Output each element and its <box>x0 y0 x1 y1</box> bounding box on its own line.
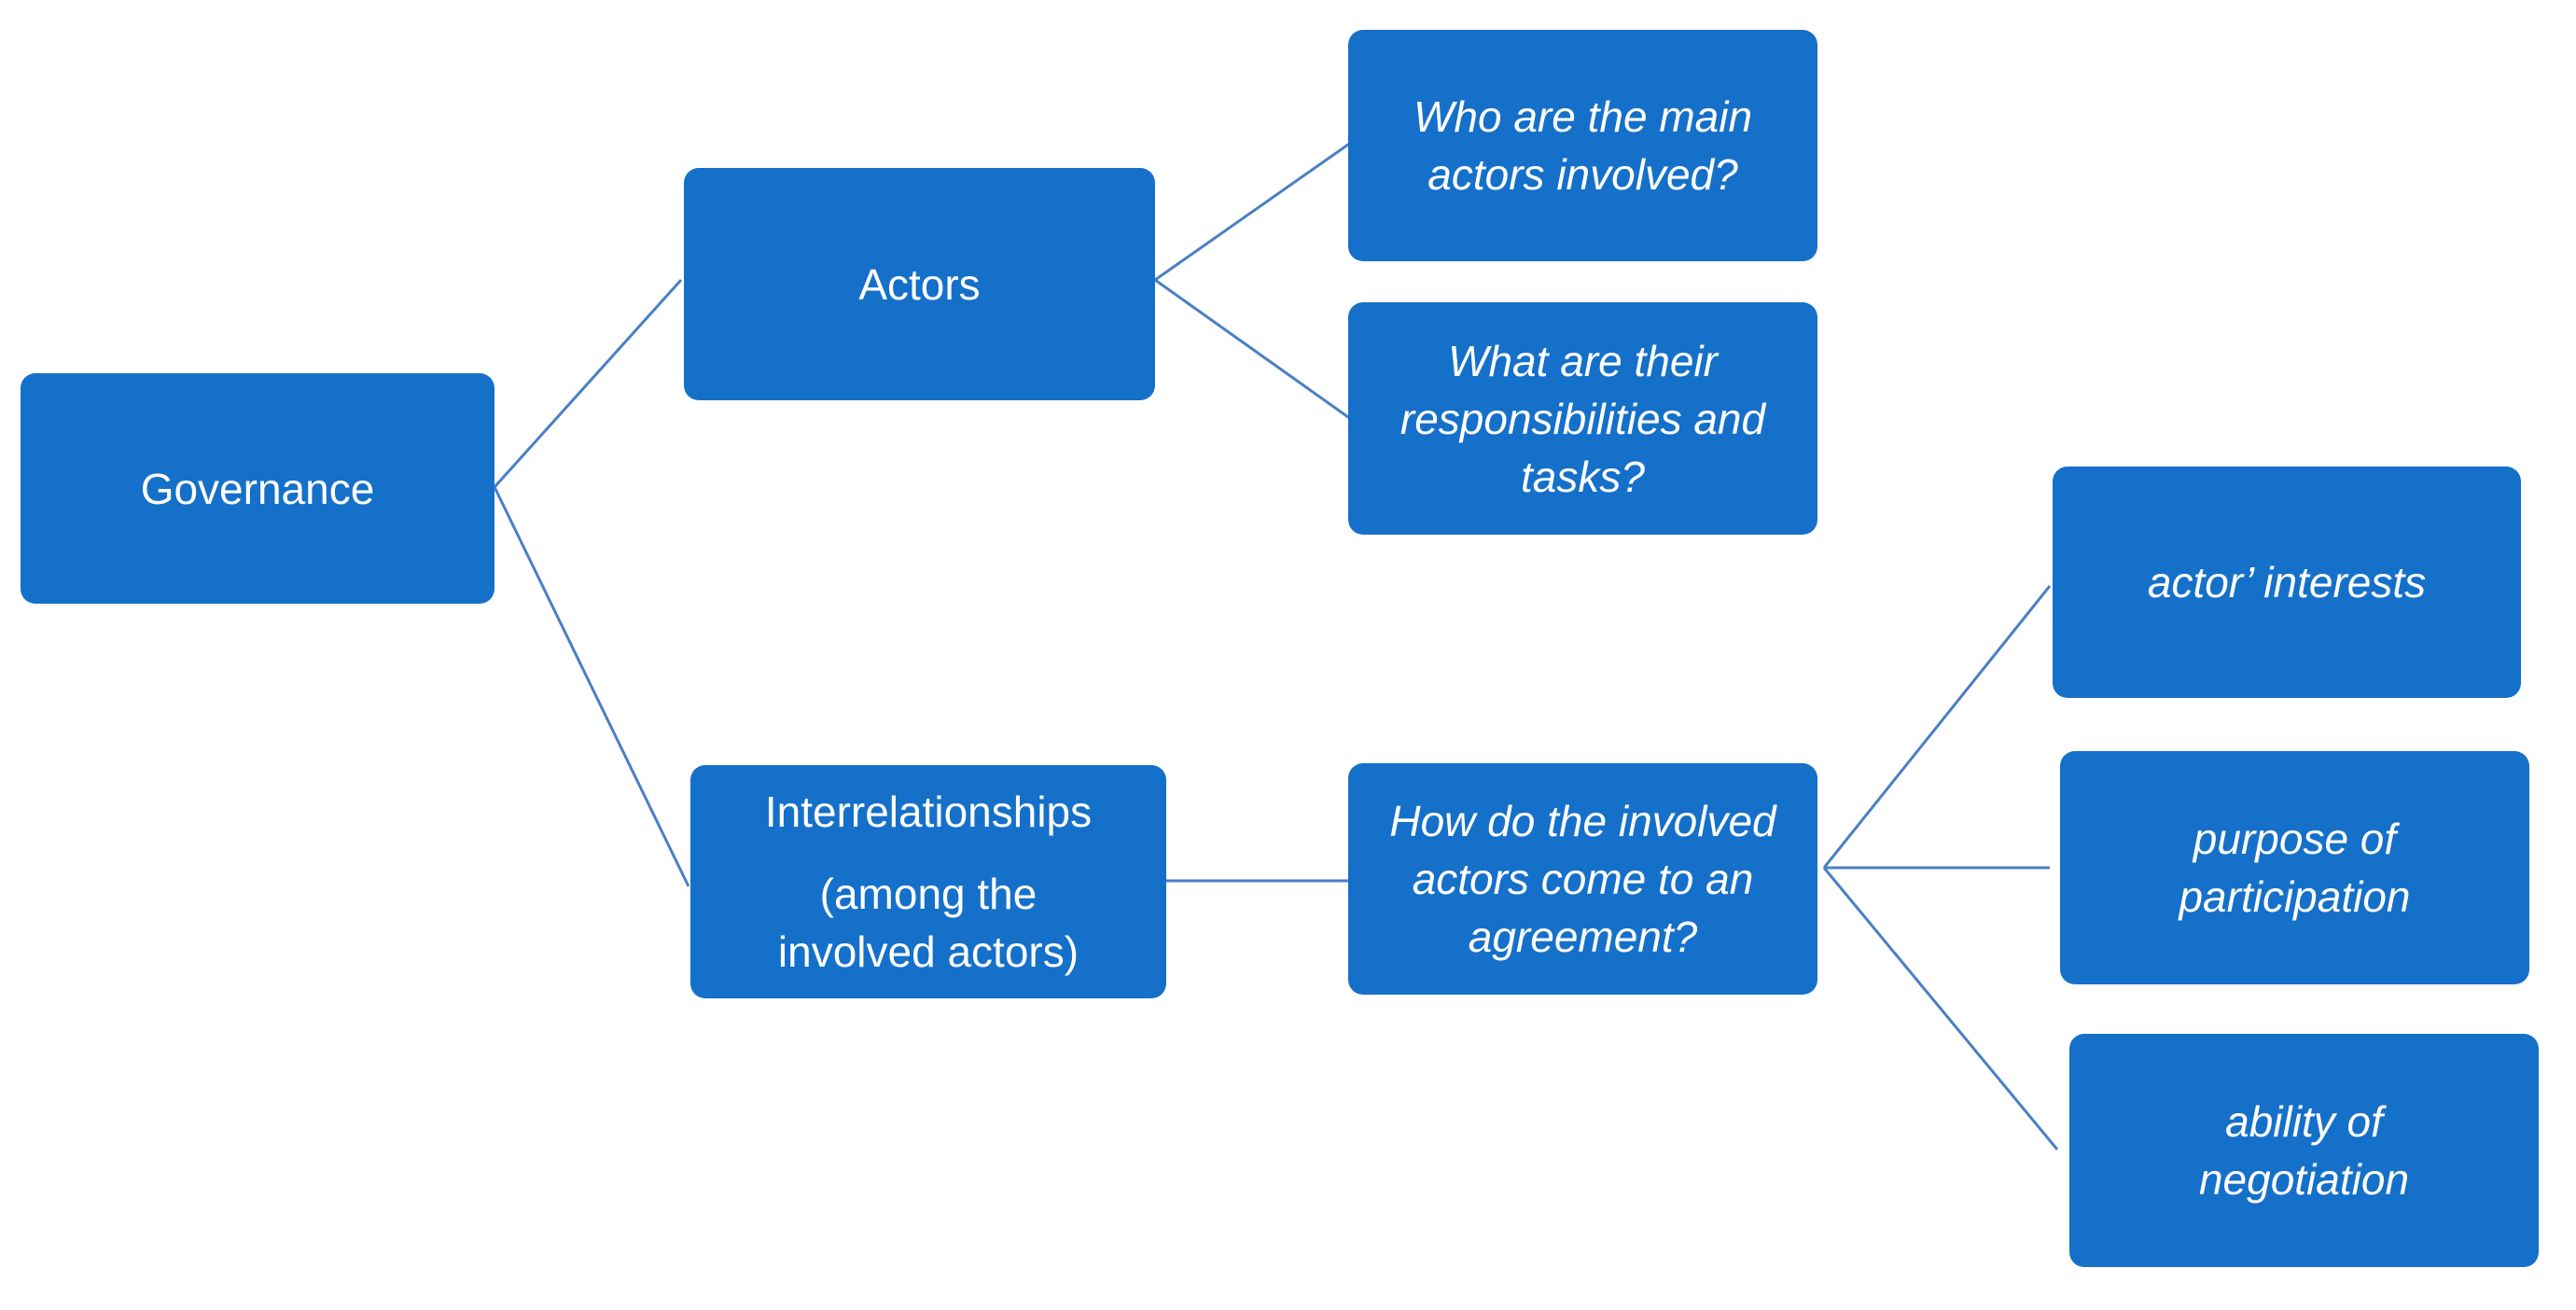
ability-line1: ability of <box>2225 1097 2383 1146</box>
purpose-box: purpose of participation <box>2060 751 2529 984</box>
interests-box: actor’ interests <box>2053 467 2521 698</box>
interrelationships-line1: (among the <box>819 870 1037 918</box>
ability-line2: negotiation <box>2198 1155 2410 1204</box>
interests-label: actor’ interests <box>2147 558 2427 606</box>
responsibilities-line2: responsibilities and <box>1399 394 1766 443</box>
actors-label: Actors <box>858 259 981 309</box>
agreement-line3: agreement? <box>1468 913 1698 961</box>
governance-label: Governance <box>140 464 375 513</box>
actors-box: Actors <box>684 168 1155 400</box>
connector-agreement-interests <box>1822 585 2052 869</box>
responsibilities-box: What are their responsibilities and task… <box>1348 302 1817 535</box>
connector-governance-actors <box>493 278 683 489</box>
responsibilities-line3: tasks? <box>1521 452 1645 501</box>
responsibilities-line1: What are their <box>1448 336 1718 385</box>
connector-actors-responsibilities <box>1154 278 1356 424</box>
agreement-line2: actors come to an <box>1412 855 1754 903</box>
who-actors-line1: Who are the main <box>1413 92 1753 141</box>
connector-governance-interrelationships <box>493 486 690 887</box>
governance-box: Governance <box>21 373 494 604</box>
who-actors-line2: actors involved? <box>1427 150 1738 199</box>
connector-actors-who <box>1154 138 1356 282</box>
connector-agreement-ability <box>1822 867 2059 1150</box>
ability-box: ability of negotiation <box>2069 1034 2539 1267</box>
interrelationships-line2: involved actors) <box>777 927 1079 976</box>
agreement-box: How do the involved actors come to an ag… <box>1348 763 1817 995</box>
who-actors-box: Who are the main actors involved? <box>1348 30 1817 261</box>
purpose-line2: participation <box>2179 872 2411 921</box>
interrelationships-box: Interrelationships (among the involved a… <box>690 765 1166 998</box>
interrelationships-title: Interrelationships <box>764 787 1093 836</box>
agreement-line1: How do the involved <box>1389 797 1776 845</box>
purpose-line1: purpose of <box>2193 815 2397 863</box>
